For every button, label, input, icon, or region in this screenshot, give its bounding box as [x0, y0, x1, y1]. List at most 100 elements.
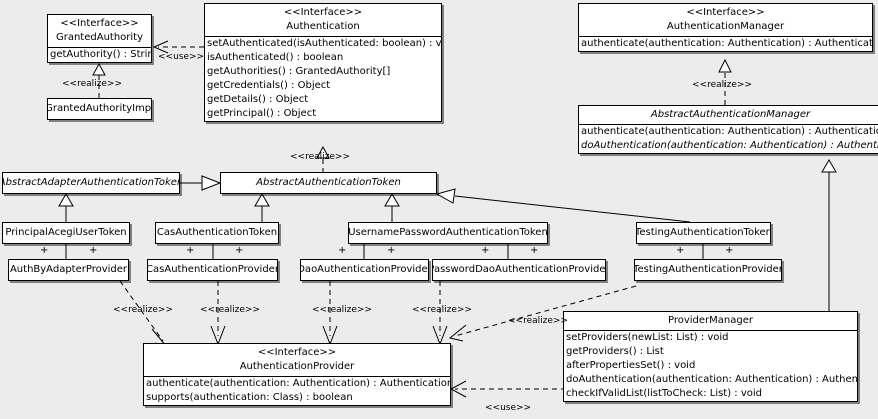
class-granted-authority-separator: [48, 47, 151, 48]
class-auth-by-adapter-provider[interactable]: AuthByAdapterProvider: [8, 259, 129, 281]
class-testing-authentication-token-name: TestingAuthenticationToken: [636, 227, 771, 238]
edge-label-realize-abstractauthenticationtoken: <<realize>>: [290, 152, 350, 162]
class-abstract-authentication-manager[interactable]: AbstractAuthenticationManager authentica…: [578, 105, 878, 154]
class-dao-authentication-provider[interactable]: DaoAuthenticationProvider: [300, 259, 429, 281]
assoc-plus-marker: +: [40, 245, 49, 256]
class-authentication-provider-stereotype: <<Interface>>: [257, 347, 337, 358]
class-granted-authority-name: GrantedAuthority: [55, 32, 144, 43]
class-granted-authority-stereotype: <<Interface>>: [60, 18, 139, 29]
class-abstract-adapter-authentication-token-name: AbstractAdapterAuthenticationToken: [2, 177, 180, 188]
class-cas-authentication-provider-name: CasAuthenticationProvider: [147, 264, 278, 275]
operation: getPrincipal() : Object: [207, 108, 317, 119]
edge-realize-testingauthenticationprovider: [454, 285, 637, 337]
class-authentication-manager-operations: authenticate(authentication: Authenticat…: [579, 37, 872, 51]
operation: getDetails() : Object: [207, 94, 309, 105]
class-provider-manager-separator: [564, 330, 857, 331]
class-authentication-name: Authentication: [286, 21, 360, 32]
operation: getAuthority() : String: [50, 49, 152, 60]
arrowhead-triangle-abstracttoken-testing: [435, 188, 456, 204]
class-username-password-authentication-token[interactable]: UsernamePasswordAuthenticationToken: [348, 222, 548, 244]
class-abstract-authentication-token-name: AbstractAuthenticationToken: [256, 177, 401, 188]
operation: setAuthenticated(isAuthenticated: boolea…: [207, 38, 442, 49]
operation-abstract: doAuthentication(authentication: Authent…: [581, 140, 878, 151]
assoc-plus-marker: +: [676, 245, 685, 256]
edge-realize-authbyadapterprovider: [119, 280, 164, 342]
assoc-plus-marker: +: [387, 245, 396, 256]
edge-label-realize-passworddaoauthenticationprovider: <<realize>>: [412, 305, 472, 315]
edge-label-use-grantedauthority: <<use>>: [158, 52, 205, 62]
class-authentication-provider[interactable]: <<Interface>> AuthenticationProvider aut…: [143, 343, 451, 406]
operation: getAuthorities() : GrantedAuthority[]: [207, 66, 391, 77]
operation: getProviders() : List: [566, 346, 664, 357]
edge-label-realize-grantedauthorityimpl: <<realize>>: [62, 79, 122, 89]
operation: setProviders(newList: List) : void: [566, 332, 729, 343]
class-authentication-manager-name: AuthenticationManager: [666, 21, 785, 32]
operation: authenticate(authentication: Authenticat…: [581, 38, 873, 49]
operation: doAuthentication(authentication: Authent…: [566, 374, 858, 385]
class-principal-acegi-user-token[interactable]: PrincipalAcegiUserToken: [2, 222, 130, 244]
class-dao-authentication-provider-name: DaoAuthenticationProvider: [300, 264, 429, 275]
operation: supports(authentication: Class) : boolea…: [146, 392, 353, 403]
arrowhead-open-use-grantedauthority: [152, 40, 169, 54]
operation: afterPropertiesSet() : void: [566, 360, 696, 371]
edge-label-realize-authbyadapterprovider: <<realize>>: [113, 305, 173, 315]
edge-generalize-testingtoken: [454, 195, 691, 223]
class-provider-manager-name: ProviderManager: [667, 315, 753, 326]
class-abstract-authentication-token[interactable]: AbstractAuthenticationToken: [220, 172, 437, 194]
arrowhead-triangle-abstracttoken-cas: [254, 193, 270, 207]
class-authentication-provider-name: AuthenticationProvider: [239, 361, 355, 372]
class-authentication-manager[interactable]: <<Interface>> AuthenticationManager auth…: [578, 3, 873, 52]
class-granted-authority-impl[interactable]: GrantedAuthorityImpl: [47, 98, 152, 120]
class-abstract-authentication-manager-operations: authenticate(authentication: Authenticat…: [579, 125, 878, 153]
assoc-plus-marker: +: [481, 245, 490, 256]
class-authentication-operations: setAuthenticated(isAuthenticated: boolea…: [205, 37, 441, 121]
edge-label-realize-casauthenticationprovider: <<realize>>: [200, 305, 260, 315]
edge-label-realize-providermanager: <<realize>>: [508, 316, 568, 326]
operation: isAuthenticated() : boolean: [207, 52, 344, 63]
class-testing-authentication-provider-name: TestingAuthenticationProvider: [634, 264, 782, 275]
class-testing-authentication-provider[interactable]: TestingAuthenticationProvider: [634, 259, 782, 281]
arrowhead-triangle-abstracttoken-left: [201, 175, 222, 191]
class-testing-authentication-token[interactable]: TestingAuthenticationToken: [636, 222, 771, 244]
arrowhead-triangle-abstractauthenticationmanager: [821, 159, 837, 173]
class-authentication-stereotype: <<Interface>>: [283, 7, 363, 18]
class-abstract-adapter-authentication-token[interactable]: AbstractAdapterAuthenticationToken: [2, 172, 180, 194]
operation: getCredentials() : Object: [207, 80, 331, 91]
class-authentication-manager-separator: [579, 36, 872, 37]
assoc-plus-marker: +: [338, 245, 347, 256]
class-password-dao-authentication-provider-name: PasswordDaoAuthenticationProvider: [432, 264, 606, 275]
class-granted-authority-impl-name: GrantedAuthorityImpl: [47, 103, 152, 114]
class-password-dao-authentication-provider[interactable]: PasswordDaoAuthenticationProvider: [432, 259, 606, 281]
operation: authenticate(authentication: Authenticat…: [146, 378, 451, 389]
assoc-plus-marker: +: [235, 245, 244, 256]
class-authentication-separator: [205, 36, 441, 37]
class-authentication-provider-separator: [144, 376, 450, 377]
arrowhead-triangle-authentication: [316, 145, 330, 159]
class-authentication-provider-operations: authenticate(authentication: Authenticat…: [144, 377, 450, 405]
class-provider-manager[interactable]: ProviderManager setProviders(newList: Li…: [563, 311, 858, 402]
arrowhead-open-realize-tap: [448, 324, 467, 342]
arrowhead-triangle-authenticationmanager: [718, 58, 732, 73]
arrowhead-triangle-grantedauthority: [92, 62, 106, 76]
class-cas-authentication-provider[interactable]: CasAuthenticationProvider: [147, 259, 278, 281]
arrowhead-open-use-authenticationprovider: [449, 380, 467, 398]
edge-label-realize-daoauthenticationprovider: <<realize>>: [312, 305, 372, 315]
arrowhead-triangle-abstracttoken-upa: [384, 193, 400, 207]
class-cas-authentication-token[interactable]: CasAuthenticationToken: [155, 222, 279, 244]
assoc-plus-marker: +: [89, 245, 98, 256]
edge-label-realize-abstractauthenticationmanager: <<realize>>: [692, 80, 752, 90]
class-granted-authority[interactable]: <<Interface>> GrantedAuthority getAuthor…: [47, 14, 152, 63]
operation: authenticate(authentication: Authenticat…: [581, 126, 878, 137]
class-abstract-authentication-manager-separator: [579, 124, 878, 125]
assoc-plus-marker: +: [725, 245, 734, 256]
assoc-plus-marker: +: [186, 245, 195, 256]
class-provider-manager-operations: setProviders(newList: List) : void getPr…: [564, 331, 857, 401]
class-username-password-authentication-token-name: UsernamePasswordAuthenticationToken: [348, 227, 548, 238]
class-authentication-manager-stereotype: <<Interface>>: [686, 7, 765, 18]
class-authentication[interactable]: <<Interface>> Authentication setAuthenti…: [204, 3, 442, 122]
assoc-plus-marker: +: [530, 245, 539, 256]
edge-label-use-providermanager: <<use>>: [485, 403, 532, 413]
arrowhead-triangle-abstractadaptertoken: [58, 193, 74, 207]
class-cas-authentication-token-name: CasAuthenticationToken: [156, 227, 278, 238]
